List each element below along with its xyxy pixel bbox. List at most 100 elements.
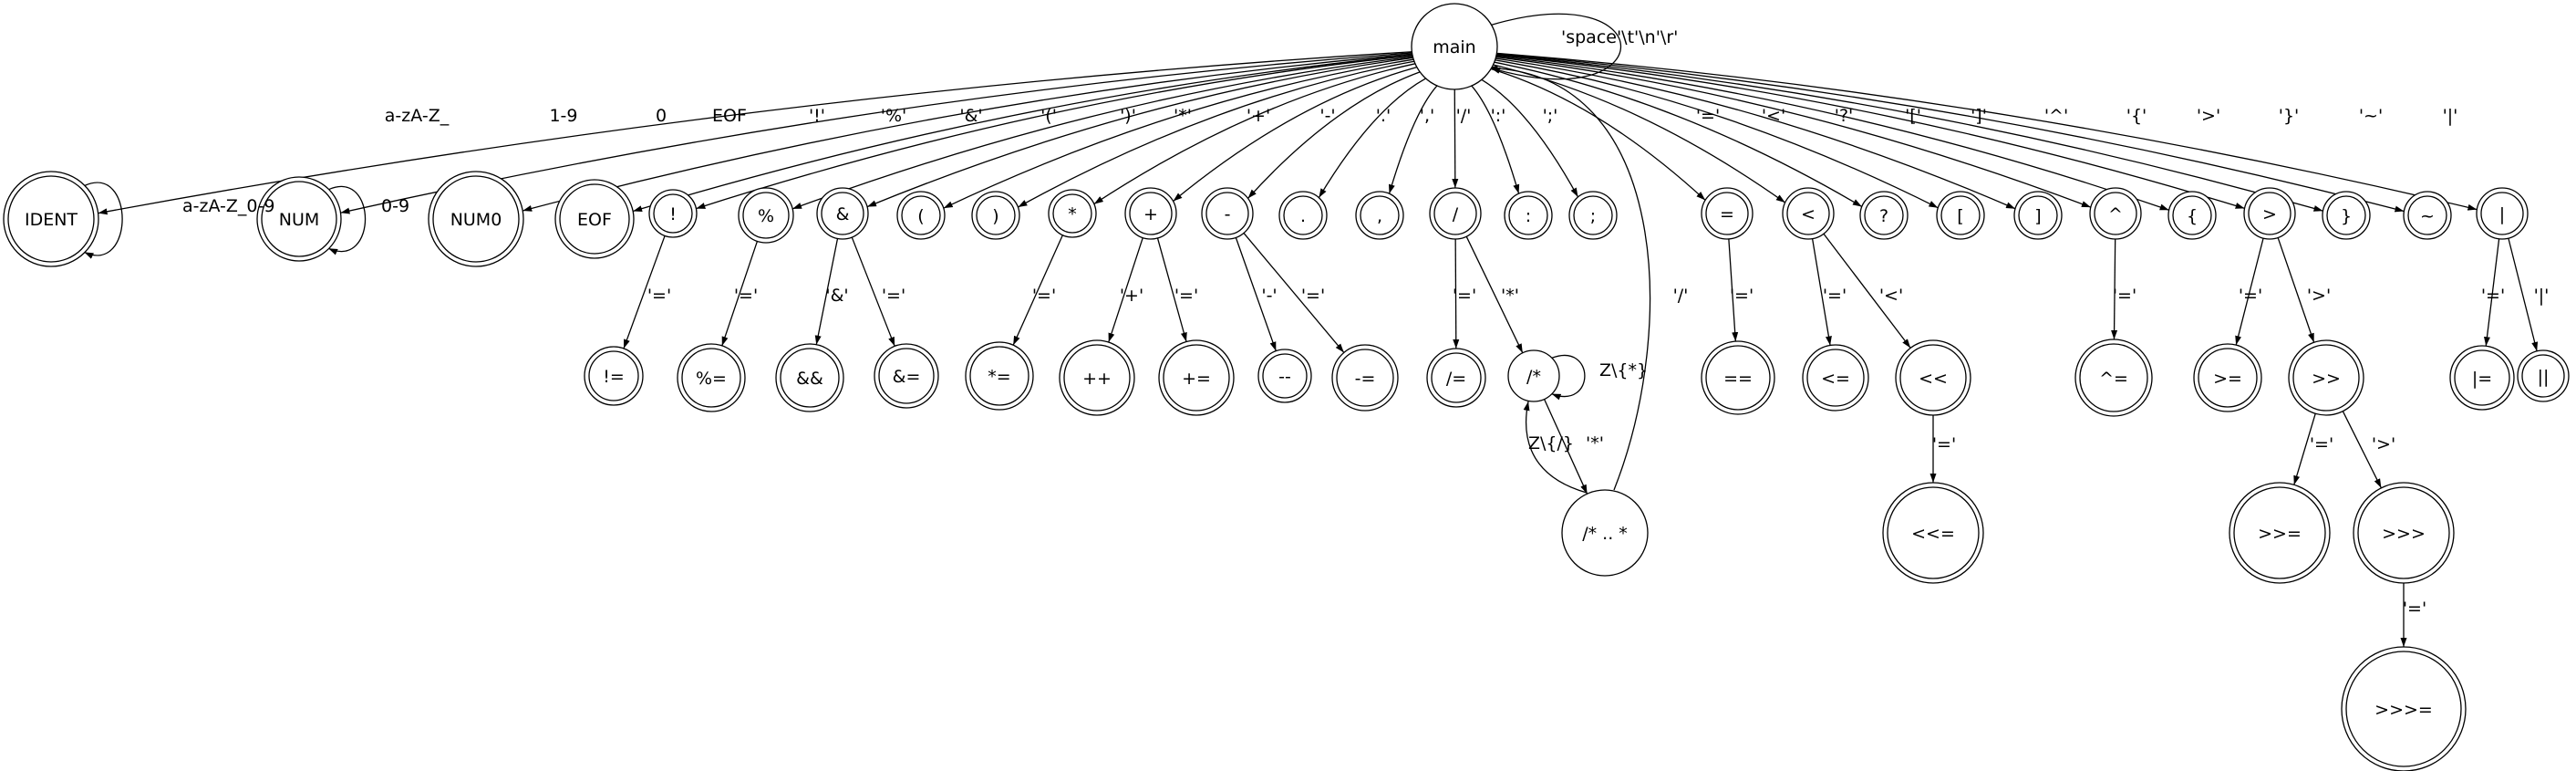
- state-label: +: [1143, 204, 1158, 224]
- accepting-ring: [1433, 192, 1477, 235]
- accepting-ring: [1163, 344, 1230, 412]
- transition-star-to-stareq: [1012, 234, 1063, 346]
- transition-label: '{': [2126, 106, 2147, 126]
- transition-main-to-minus: [1247, 71, 1421, 199]
- transition-label: '[': [1905, 106, 1921, 126]
- transition-main-to-amp: [866, 57, 1413, 208]
- transition-main-to-star: [1093, 63, 1416, 205]
- state-node-commentstar: /* .. *: [1561, 489, 1649, 577]
- transition-main-to-gt: [1495, 54, 2245, 210]
- state-node-shr: >>: [2288, 339, 2364, 416]
- state-node-rbrace: }: [2322, 191, 2371, 240]
- accepting-ring: [780, 348, 840, 408]
- transition-label: '<': [1879, 286, 1903, 306]
- state-node-rbrack: ]: [2013, 191, 2063, 240]
- state-node-lparen: (: [896, 191, 946, 240]
- transition-gt-to-shr: [2277, 237, 2315, 343]
- state-label: }: [2341, 206, 2352, 226]
- transition-main-to-lbrack: [1495, 59, 1939, 209]
- state-label: |=: [2472, 369, 2492, 389]
- accepting-ring: [1431, 352, 1482, 403]
- state-label: %: [758, 206, 774, 226]
- accepting-ring: [1336, 349, 1394, 407]
- state-node-slash: /: [1429, 187, 1482, 240]
- state-node-colon: :: [1504, 191, 1553, 240]
- transition-label: '?': [1835, 106, 1854, 126]
- state-label: &=: [893, 367, 921, 387]
- accepting-ring: [1360, 195, 1400, 235]
- transition-label: '/': [1456, 106, 1472, 126]
- state-node-minusminus: --: [1257, 349, 1312, 403]
- accepting-ring: [821, 192, 864, 235]
- transition-label: a-zA-Z_: [385, 106, 450, 126]
- transition-label: EOF: [712, 106, 747, 126]
- transition-main-to-main: [1490, 13, 1622, 80]
- transition-label: 'space'\t'\n'\r': [1561, 27, 1678, 47]
- transition-label: '=': [2481, 286, 2505, 306]
- state-label: {: [2187, 206, 2198, 226]
- transition-label: '*': [1501, 286, 1519, 306]
- accepting-ring: [1063, 344, 1131, 412]
- transition-lt-to-shl: [1823, 233, 1911, 349]
- state-node-quest: ?: [1859, 191, 1909, 240]
- accepting-ring: [1129, 192, 1173, 235]
- state-node-lteq: <=: [1802, 344, 1869, 412]
- state-node-eq: =: [1701, 187, 1754, 240]
- transition-main-to-plus: [1173, 67, 1417, 203]
- state-label: >>>=: [2374, 700, 2433, 720]
- transition-label: '=': [1730, 286, 1754, 306]
- transition-comment-to-comment: [1551, 355, 1586, 401]
- state-node-pct: %: [738, 187, 794, 244]
- state-node-ushr: >>>: [2353, 482, 2455, 584]
- state-label: [: [1957, 206, 1963, 226]
- accepting-ring: [1262, 353, 1308, 399]
- transition-main-to-bang: [696, 55, 1413, 210]
- accepting-ring: [2172, 195, 2212, 235]
- state-label: >: [2262, 204, 2277, 224]
- state-node-amp: &: [816, 187, 869, 240]
- state-node-tilde: ~: [2403, 191, 2452, 240]
- accepting-ring: [878, 348, 935, 404]
- state-label: *=: [988, 367, 1010, 387]
- transition-label: '&': [825, 286, 848, 306]
- accepting-ring: [1705, 345, 1771, 411]
- accepting-ring: [681, 348, 741, 408]
- state-node-comma: ,: [1355, 191, 1404, 240]
- state-node-neq: !=: [584, 346, 644, 406]
- transition-label: '/': [1673, 286, 1689, 306]
- transition-main-to-semi: [1481, 78, 1579, 198]
- transition-label: ']': [1971, 106, 1987, 126]
- accepting-ring: [1283, 195, 1323, 235]
- transition-comment-to-commentstar: [1543, 399, 1588, 495]
- transition-main-to-pipe: [1496, 52, 2478, 211]
- accepting-ring: [2407, 195, 2447, 235]
- state-label: !=: [603, 367, 625, 387]
- accepting-ring: [588, 350, 639, 401]
- transition-label: '=': [2239, 286, 2262, 306]
- transition-label: '=': [1823, 286, 1847, 306]
- transition-main-to-num0: [522, 53, 1412, 212]
- transition-label: '*': [1174, 106, 1192, 126]
- state-node-gt: >: [2243, 187, 2296, 240]
- transition-main-to-rbrack: [1495, 57, 2016, 210]
- transition-label: 0: [656, 106, 667, 126]
- state-label: ;: [1590, 206, 1596, 226]
- accepting-ring: [1205, 192, 1249, 235]
- transition-minus-to-minuseq: [1243, 233, 1345, 353]
- state-label: <: [1801, 204, 1816, 224]
- state-node-lbrack: [: [1936, 191, 1985, 240]
- state-label: ~: [2420, 206, 2435, 226]
- state-node-comment: /*: [1507, 349, 1560, 402]
- transition-plus-to-plusplus: [1108, 237, 1143, 343]
- transition-pipe-to-pipepipe: [2508, 237, 2539, 352]
- accepting-ring: [261, 181, 337, 257]
- state-node-semi: ;: [1568, 191, 1618, 240]
- transition-label: '=': [734, 286, 758, 306]
- accepting-ring: [2018, 195, 2058, 235]
- transition-main-to-rbrace: [1496, 54, 2323, 212]
- state-node-slasheq: /=: [1426, 348, 1486, 408]
- transition-label: '|': [2534, 286, 2550, 306]
- transition-label: '>': [2197, 106, 2220, 126]
